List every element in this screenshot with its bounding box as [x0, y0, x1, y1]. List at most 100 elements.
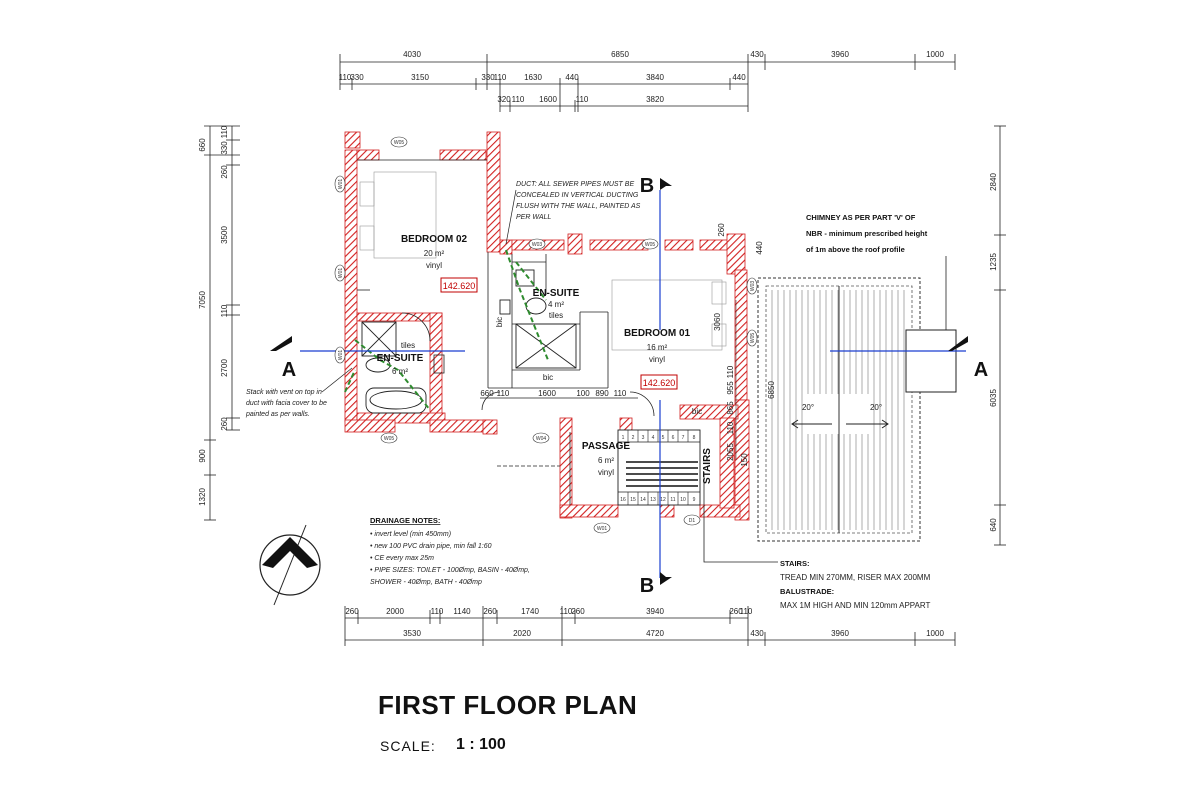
window-tag-labels: W05 W01 W01 W03 W05 W05 W01 W04 W01 W03 … — [338, 140, 756, 532]
dim-label: 260 — [483, 607, 497, 616]
dim-label: 900 — [198, 449, 207, 463]
dim-label: 110 — [576, 95, 589, 104]
note-line: • invert level (min 450mm) — [370, 531, 451, 538]
dim-label: 6035 — [989, 389, 998, 407]
note-line: • PIPE SIZES: TOILET - 100Ømp, BASIN - 4… — [370, 567, 530, 574]
bottom-dimensions — [344, 606, 956, 646]
dim-label: 4030 — [403, 50, 421, 59]
stair-number: 5 — [662, 435, 665, 441]
room-area: 20 m² — [424, 249, 445, 258]
dim-label: 260 — [717, 223, 726, 237]
dim-label: 955 — [726, 381, 735, 395]
window-tag: W03 — [750, 281, 756, 292]
room-name-ensuite: EN-SUITE — [533, 288, 580, 299]
left-dimension-labels: 660 260 3500 110 2700 260 900 1320 110 3… — [198, 125, 229, 506]
drawing-title: FIRST FLOOR PLAN — [378, 690, 638, 720]
dim-label: 3530 — [403, 629, 421, 638]
dim-label: 330 — [350, 73, 364, 82]
note-line: TREAD MIN 270MM, RISER MAX 200MM — [780, 573, 931, 582]
level-value: 142.620 — [643, 378, 676, 388]
dim-label: 110 — [726, 365, 735, 378]
drainage-notes: DRAINAGE NOTES: • invert level (min 450m… — [370, 516, 530, 586]
window-tag: W01 — [338, 350, 344, 361]
note-line: CONCEALED IN VERTICAL DUCTING — [516, 192, 639, 199]
dim-label: 1000 — [926, 50, 944, 59]
dim-label: 3960 — [831, 50, 849, 59]
roof-plan: 20° 20° — [757, 277, 957, 542]
level-value: 142.620 — [443, 281, 476, 291]
dim-label: 110 — [740, 607, 753, 616]
dim-label: 1235 — [989, 253, 998, 271]
dim-label: 110 — [497, 389, 510, 398]
dim-label: 110 — [512, 95, 525, 104]
bic-label: bic — [543, 373, 553, 382]
dim-label: 3940 — [646, 607, 664, 616]
note-line: Stack with vent on top in — [246, 389, 322, 396]
dim-label: 2000 — [386, 607, 404, 616]
dim-label: 330 — [481, 73, 495, 82]
shower-tray — [515, 323, 577, 369]
stair-number: 10 — [680, 497, 686, 503]
bottom-dimension-labels: 260 2000 110 1140 260 1740 110 260 3940 … — [345, 607, 944, 638]
window-tag: W05 — [384, 436, 395, 442]
dim-label: 660 — [480, 389, 494, 398]
stair-number: 12 — [660, 497, 666, 503]
dim-label: 260 — [571, 607, 585, 616]
room-finish: vinyl — [649, 355, 665, 364]
stairs-diagram: 1 2 3 4 5 6 7 8 16 15 14 13 12 11 10 9 — [617, 429, 701, 506]
window-tag: W03 — [532, 242, 543, 248]
dim-label: 260 — [345, 607, 359, 616]
stair-number: 13 — [650, 497, 656, 503]
bic-label: bic — [495, 317, 504, 327]
room-finish: tiles — [401, 341, 415, 350]
dim-label: 110 — [560, 607, 573, 616]
dim-label: 110 — [614, 389, 627, 398]
stair-number: 11 — [670, 497, 675, 503]
note-line: DUCT: ALL SEWER PIPES MUST BE — [516, 181, 634, 188]
scale-label: SCALE: — [380, 738, 436, 754]
dim-label: 2055 — [726, 443, 735, 461]
roof-pitch-label: 20° — [870, 403, 882, 412]
window-tag: W01 — [338, 268, 344, 279]
note-line: • new 100 PVC drain pipe, min fall 1:60 — [370, 543, 492, 550]
bic-label: bic — [692, 407, 702, 416]
dim-label: 430 — [750, 629, 764, 638]
stairs-note-title: STAIRS: — [780, 559, 809, 568]
dim-label: 110 — [220, 304, 229, 317]
note-line: of 1m above the roof profile — [806, 245, 905, 254]
room-name-bedroom-02: BEDROOM 02 — [401, 234, 468, 245]
dim-label: 110 — [220, 125, 229, 138]
roof-pitch-label: 20° — [802, 403, 814, 412]
dim-label: 7050 — [198, 291, 207, 309]
window-tag: W01 — [338, 179, 344, 190]
stair-number: 15 — [630, 497, 636, 503]
walls — [344, 131, 750, 521]
right-dimensions — [994, 125, 1006, 546]
dim-label: 110 — [726, 421, 735, 434]
room-finish: vinyl — [426, 261, 442, 270]
dim-label: 430 — [750, 50, 764, 59]
room-finish: vinyl — [598, 468, 614, 477]
note-line: PER WALL — [516, 214, 551, 221]
window-tag: D1 — [689, 518, 696, 524]
dim-label: 3960 — [831, 629, 849, 638]
stair-number: 3 — [642, 435, 645, 441]
section-markers: A A B B — [270, 175, 988, 597]
interior-dimensions: 660 110 1600 100 890 110 865 955 110 306… — [480, 223, 776, 467]
dim-label: 660 — [198, 138, 207, 152]
left-dimensions — [204, 125, 240, 521]
stairs-note: STAIRS: TREAD MIN 270MM, RISER MAX 200MM… — [703, 472, 931, 610]
stair-number: 8 — [693, 435, 696, 441]
scale-value: 1 : 100 — [456, 736, 506, 753]
note-line: FLUSH WITH THE WALL, PAINTED AS — [516, 203, 641, 210]
dim-label: 110 — [494, 73, 507, 82]
dim-label: 1600 — [539, 95, 557, 104]
note-line: MAX 1M HIGH AND MIN 120mm APPART — [780, 601, 931, 610]
dim-label: 260 — [729, 607, 743, 616]
room-name-ensuite-small: EN-SUITE — [377, 353, 424, 364]
stair-number: 1 — [622, 435, 625, 441]
window-tag: W05 — [750, 333, 756, 344]
note-line: duct with facia cover to be — [246, 400, 327, 407]
section-b-bottom: B — [640, 575, 654, 597]
dim-label: 2020 — [513, 629, 531, 638]
